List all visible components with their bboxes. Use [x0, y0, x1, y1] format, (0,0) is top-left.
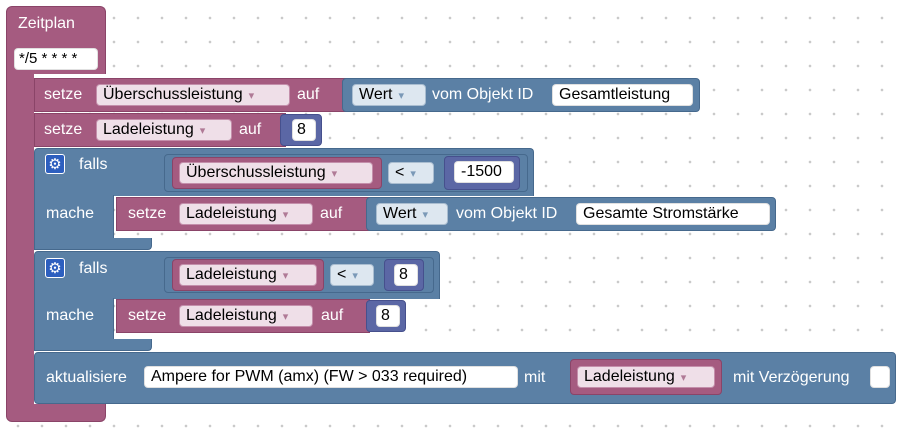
do-label: mache: [46, 307, 95, 324]
variable-name: Überschussleistung: [186, 164, 326, 181]
to-label: auf: [321, 307, 344, 324]
value-mode: Wert: [359, 86, 393, 103]
value-mode-dropdown[interactable]: Wert ▾: [376, 203, 448, 225]
set-charging-block[interactable]: [34, 113, 286, 147]
chevron-down-icon: ▾: [410, 168, 416, 180]
from-object-label: vom Objekt ID: [456, 205, 558, 222]
update-target-dropdown[interactable]: Ampere for PWM (amx) (FW > 033 required): [144, 366, 518, 388]
schedule-block-spine: [6, 70, 34, 408]
chevron-down-icon: ▾: [331, 168, 338, 180]
schedule-title: Zeitplan: [18, 15, 75, 32]
set-keyword: setze: [128, 205, 167, 222]
object-id-field[interactable]: Gesamte Stromstärke: [576, 203, 770, 225]
operator-dropdown[interactable]: <▾: [330, 264, 374, 286]
if-block-left-arm: [34, 298, 114, 340]
variable-dropdown[interactable]: Ladeleistung ▾: [179, 305, 313, 327]
number-field[interactable]: 8: [376, 305, 400, 327]
value-mode: Wert: [383, 205, 417, 222]
set-keyword: setze: [44, 121, 83, 138]
variable-name: Ladeleistung: [186, 266, 277, 283]
if-label: falls: [79, 156, 108, 173]
value-mode-dropdown[interactable]: Wert ▾: [352, 84, 426, 106]
do-label: mache: [46, 205, 95, 222]
variable-dropdown[interactable]: Ladeleistung ▾: [96, 119, 232, 141]
if-label: falls: [79, 260, 108, 277]
chevron-down-icon: ▾: [282, 209, 289, 221]
operator: <: [395, 164, 405, 181]
from-object-label: vom Objekt ID: [432, 86, 534, 103]
schedule-block-bottom: [6, 404, 106, 422]
variable-name: Ladeleistung: [186, 307, 277, 324]
variable-dropdown[interactable]: Ladeleistung ▾: [577, 366, 715, 388]
object-id-field[interactable]: Gesamtleistung: [552, 84, 693, 106]
chevron-down-icon: ▾: [248, 90, 255, 102]
chevron-down-icon: ▾: [282, 270, 289, 282]
variable-name: Ladeleistung: [584, 368, 675, 385]
number-field[interactable]: 8: [394, 264, 418, 286]
delay-checkbox[interactable]: [870, 366, 890, 388]
chevron-down-icon: ▾: [199, 125, 206, 137]
chevron-down-icon: ▾: [352, 270, 358, 282]
variable-dropdown[interactable]: Überschussleistung ▾: [179, 162, 373, 184]
number-field[interactable]: 8: [292, 119, 316, 141]
variable-dropdown[interactable]: Ladeleistung ▾: [179, 203, 313, 225]
number-field[interactable]: -1500: [454, 161, 514, 183]
set-keyword: setze: [128, 307, 167, 324]
delay-label: mit Verzögerung: [733, 369, 850, 386]
variable-name: Überschussleistung: [103, 86, 243, 103]
chevron-down-icon: ▾: [422, 209, 429, 221]
gear-icon[interactable]: ⚙: [45, 258, 65, 278]
variable-dropdown[interactable]: Überschussleistung ▾: [96, 84, 290, 106]
variable-dropdown[interactable]: Ladeleistung ▾: [179, 264, 317, 286]
variable-name: Ladeleistung: [186, 205, 277, 222]
with-label: mit: [524, 369, 546, 386]
operator: <: [337, 266, 347, 283]
to-label: auf: [239, 121, 262, 138]
set-keyword: setze: [44, 86, 83, 103]
chevron-down-icon: ▾: [282, 311, 289, 323]
if-block-left-arm: [34, 195, 114, 239]
to-label: auf: [297, 86, 320, 103]
chevron-down-icon: ▾: [398, 90, 405, 102]
if-block-bottom: [34, 238, 152, 250]
update-keyword: aktualisiere: [46, 369, 127, 386]
variable-name: Ladeleistung: [103, 121, 194, 138]
operator-dropdown[interactable]: <▾: [388, 162, 434, 184]
if-block-bottom: [34, 339, 152, 351]
chevron-down-icon: ▾: [680, 372, 687, 384]
to-label: auf: [320, 205, 343, 222]
schedule-cron-field[interactable]: */5 * * * *: [14, 48, 98, 70]
gear-icon[interactable]: ⚙: [45, 154, 65, 174]
